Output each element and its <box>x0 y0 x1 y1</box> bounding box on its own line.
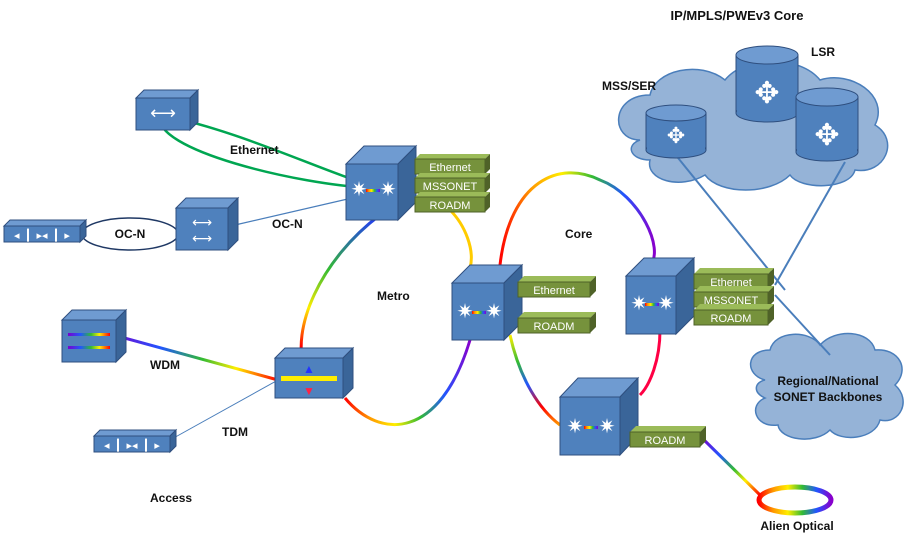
star-icon: ✷ <box>486 301 503 323</box>
module-roadm[interactable]: ROADM <box>517 312 596 334</box>
mss-ser-label: MSS/SER <box>602 79 656 93</box>
links <box>81 113 846 516</box>
wdm-terminal[interactable] <box>60 308 128 364</box>
wdm-label: WDM <box>150 358 180 372</box>
metro-label: Metro <box>377 289 410 303</box>
star-icon: ✷ <box>567 416 584 438</box>
port-icon: ◂▕▏▸◂▕▏▸ <box>104 438 160 452</box>
star-icon: ✷ <box>658 293 675 315</box>
core-label: Core <box>565 227 593 241</box>
bottom-module-stack: ROADM <box>629 426 706 448</box>
regional-sonet-cloud <box>749 332 904 440</box>
module-label: ROADM <box>711 313 752 325</box>
module-label: ROADM <box>430 200 471 212</box>
router-cross-arrow-icon: ✥ <box>814 119 839 152</box>
bottom-cross-connect[interactable]: ✷ ✷ <box>558 376 640 457</box>
center-cross-connect[interactable]: ✷ ✷ <box>450 263 524 342</box>
alien-optical-label: Alien Optical <box>760 519 833 533</box>
module-label: Ethernet <box>533 285 575 297</box>
diagram-title: IP/MPLS/PWEv3 Core <box>671 8 804 23</box>
star-icon: ✷ <box>631 293 648 315</box>
arrow-icon: ⟷ <box>192 214 212 230</box>
router-cross-arrow-icon: ✥ <box>754 77 779 110</box>
module-label: Ethernet <box>429 162 471 174</box>
ocn-terminal-left[interactable]: ◂▕▏▸◂▕▏▸ <box>2 218 88 244</box>
regional-cloud-label-line1: Regional/National <box>777 374 878 388</box>
module-label: ROADM <box>645 435 686 447</box>
tdm-terminal[interactable]: ◂▕▏▸◂▕▏▸ <box>92 428 178 454</box>
port-icon: ◂▕▏▸◂▕▏▸ <box>14 228 70 242</box>
star-icon: ✷ <box>380 179 397 201</box>
bidirectional-arrow-icon: ⟷ <box>150 103 176 123</box>
module-roadm[interactable]: ROADM <box>693 304 774 326</box>
star-icon: ✷ <box>457 301 474 323</box>
module-roadm[interactable]: ROADM <box>629 426 706 448</box>
metro-module-stack: Ethernet MSSONET ROADM <box>414 154 490 213</box>
module-roadm[interactable]: ROADM <box>414 192 490 213</box>
star-icon: ✷ <box>351 179 368 201</box>
ocn-ring-label: OC-N <box>115 227 146 241</box>
up-arrow-icon: ▲ <box>303 362 315 376</box>
module-mssonet[interactable]: MSSONET <box>693 286 774 308</box>
module-ethernet[interactable]: Ethernet <box>693 268 774 290</box>
lsr-label: LSR <box>811 45 835 59</box>
access-multiplexer[interactable]: ▲ ▼ <box>273 346 355 400</box>
router-cross-arrow-icon: ✥ <box>667 123 685 148</box>
core-router-right[interactable]: ✥ <box>795 87 859 162</box>
core-module-stack: Ethernet MSSONET ROADM <box>693 268 774 326</box>
ocn-link-label: OC-N <box>272 217 303 231</box>
access-label: Access <box>150 491 192 505</box>
top-left-switch[interactable]: ⟷ <box>134 88 200 132</box>
mss-ser-router[interactable]: ✥ <box>645 104 707 159</box>
center-module-stack: Ethernet ROADM <box>517 276 596 334</box>
module-ethernet[interactable]: Ethernet <box>414 154 490 175</box>
module-label: MSSONET <box>423 181 478 193</box>
ocn-adm-device[interactable]: ⟷ ⟷ <box>174 196 240 252</box>
down-arrow-icon: ▼ <box>303 384 315 398</box>
star-icon: ✷ <box>599 416 616 438</box>
tdm-label: TDM <box>222 425 248 439</box>
metro-cross-connect[interactable]: ✷ ✷ <box>344 144 418 222</box>
module-mssonet[interactable]: MSSONET <box>414 173 490 194</box>
ethernet-link-label: Ethernet <box>230 143 279 157</box>
module-label: ROADM <box>534 321 575 333</box>
arrow-icon: ⟷ <box>192 230 212 246</box>
lsr-router[interactable]: ✥ <box>735 45 799 123</box>
core-cross-connect[interactable]: ✷ ✷ <box>624 256 696 336</box>
regional-cloud-label-line2: SONET Backbones <box>774 390 883 404</box>
module-ethernet[interactable]: Ethernet <box>517 276 596 298</box>
